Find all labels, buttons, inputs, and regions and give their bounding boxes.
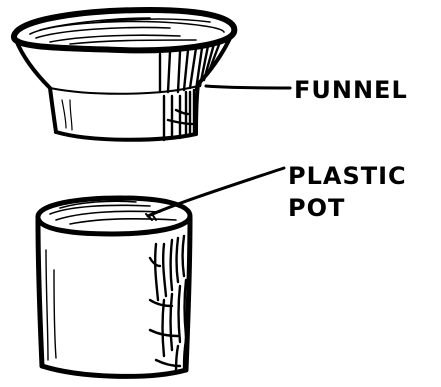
funnel-shading xyxy=(160,42,220,140)
funnel-rim xyxy=(14,10,234,50)
funnel-left-shading xyxy=(62,100,72,130)
pot-leader-line xyxy=(148,168,284,216)
funnel-label: FUNNEL xyxy=(294,76,408,104)
funnel-bottom xyxy=(56,132,196,140)
plastic-pot-drawing xyxy=(38,198,190,376)
plastic-pot-label-line1: PLASTIC xyxy=(288,162,407,190)
pot-bottom xyxy=(42,366,186,376)
pot-right-side xyxy=(186,218,190,370)
funnel-waist xyxy=(50,86,198,94)
plastic-pot-label-line2: POT xyxy=(288,194,345,222)
funnel-drawing xyxy=(14,10,234,140)
pot-rim xyxy=(38,198,190,234)
funnel-leader-line xyxy=(206,86,290,88)
pot-left-shading xyxy=(46,250,56,360)
pot-shading xyxy=(150,236,186,372)
funnel-left-side xyxy=(16,40,56,132)
pot-left-side xyxy=(38,220,42,366)
funnel-rim-hatching xyxy=(30,18,224,44)
